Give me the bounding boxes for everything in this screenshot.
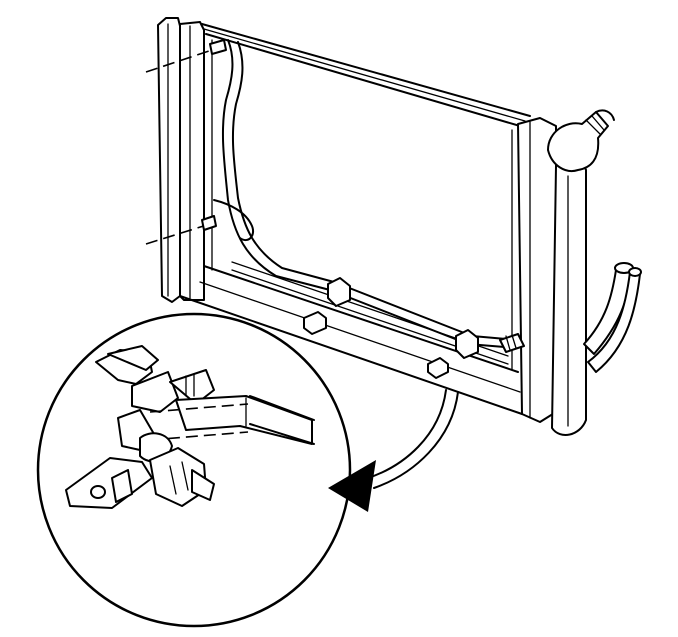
left-side-tank <box>157 17 205 303</box>
routed-wire-harness <box>213 39 525 353</box>
mounting-bolts <box>145 39 227 245</box>
lower-transmission-cooler-lines <box>583 262 642 373</box>
harness-retaining-clips <box>303 277 479 379</box>
detail-callout-arrow <box>328 389 459 512</box>
upper-hose-inlet <box>547 109 615 172</box>
radiator-core-and-tanks <box>179 23 531 415</box>
clip-detail-magnified <box>36 312 352 628</box>
